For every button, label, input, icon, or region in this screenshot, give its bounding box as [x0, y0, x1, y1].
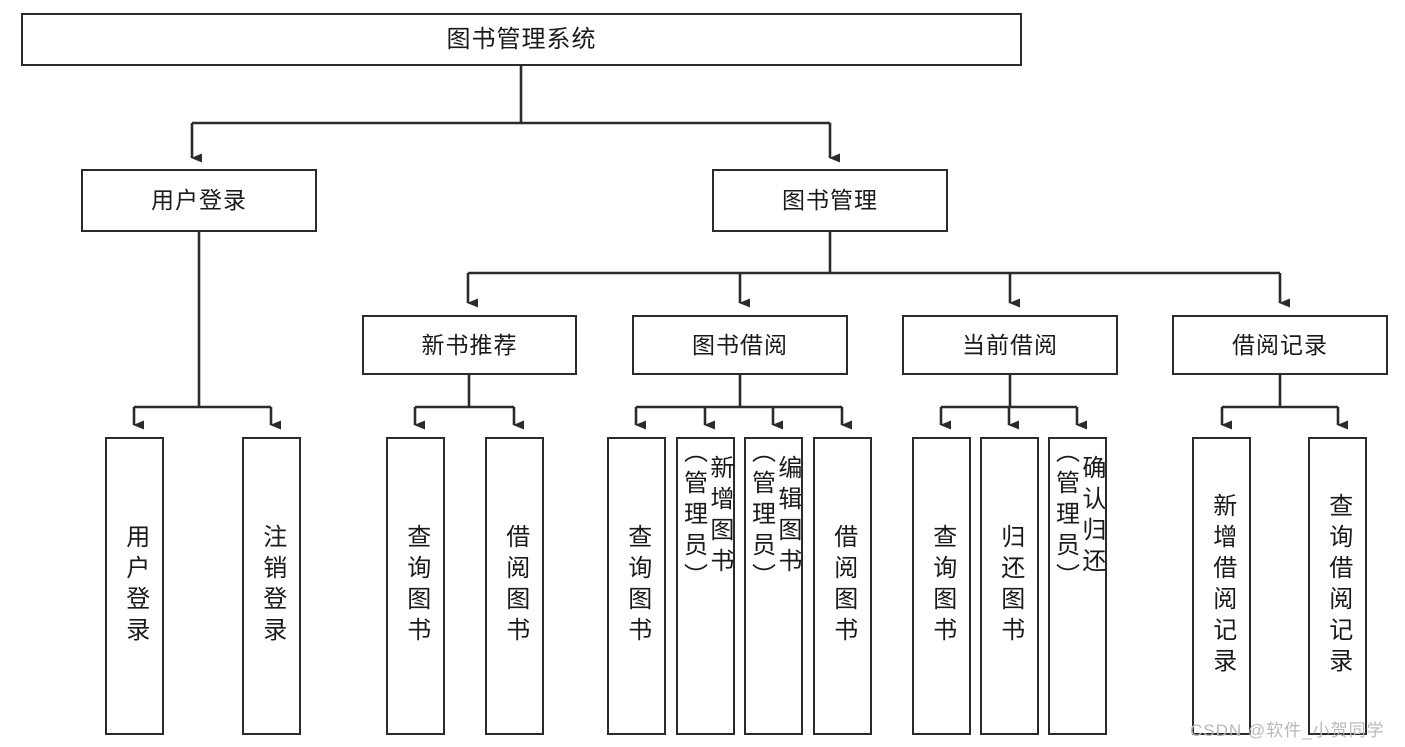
node-borrow-record[interactable]: 借阅记录 — [1172, 315, 1388, 375]
leaf-query-book-recommend[interactable]: 查询图书 — [386, 437, 445, 735]
node-label: 查询图书 — [928, 524, 956, 648]
leaf-return-book[interactable]: 归还图书 — [980, 437, 1039, 735]
node-label: 借阅记录 — [1232, 331, 1328, 358]
node-label: 借阅图书 — [829, 524, 857, 648]
node-user-login[interactable]: 用户登录 — [81, 169, 317, 232]
leaf-add-book-admin[interactable]: 新增图书 （管理员） — [676, 437, 735, 735]
node-current-borrow[interactable]: 当前借阅 — [902, 315, 1118, 375]
node-label: 新增图书 （管理员） — [679, 439, 733, 594]
node-label: 用户登录 — [121, 524, 149, 648]
node-label: 编辑图书 （管理员） — [747, 439, 801, 594]
node-label: 查询借阅记录 — [1324, 493, 1352, 679]
watermark: CSDN @软件_小贺同学 — [1190, 721, 1385, 740]
node-label: 归还图书 — [996, 524, 1024, 648]
node-label: 借阅图书 — [501, 524, 529, 648]
node-new-book-recommend[interactable]: 新书推荐 — [362, 315, 577, 375]
leaf-query-book-borrow[interactable]: 查询图书 — [607, 437, 666, 735]
leaf-query-book-current[interactable]: 查询图书 — [912, 437, 971, 735]
node-root-book-management-system[interactable]: 图书管理系统 — [21, 13, 1022, 66]
node-label: 用户登录 — [151, 187, 247, 214]
leaf-add-borrow-record[interactable]: 新增借阅记录 — [1192, 437, 1251, 735]
leaf-confirm-return-admin[interactable]: 确认归还 （管理员） — [1048, 437, 1107, 735]
leaf-query-borrow-record[interactable]: 查询借阅记录 — [1308, 437, 1367, 735]
node-book-management[interactable]: 图书管理 — [712, 169, 948, 232]
node-label: 注销登录 — [258, 524, 286, 648]
node-label: 图书借阅 — [692, 331, 788, 358]
node-label: 图书管理 — [782, 187, 878, 214]
node-label: 新书推荐 — [421, 331, 518, 358]
leaf-edit-book-admin[interactable]: 编辑图书 （管理员） — [744, 437, 803, 735]
leaf-user-login[interactable]: 用户登录 — [105, 437, 164, 735]
node-label: 确认归还 （管理员） — [1051, 439, 1105, 594]
node-label: 图书管理系统 — [446, 25, 597, 53]
leaf-borrow-book[interactable]: 借阅图书 — [813, 437, 872, 735]
node-label: 查询图书 — [402, 524, 430, 648]
node-label: 查询图书 — [623, 524, 651, 648]
node-label: 当前借阅 — [962, 331, 1058, 358]
node-label: 新增借阅记录 — [1208, 493, 1236, 679]
leaf-logout[interactable]: 注销登录 — [242, 437, 301, 735]
node-book-borrow[interactable]: 图书借阅 — [632, 315, 848, 375]
leaf-borrow-book-recommend[interactable]: 借阅图书 — [485, 437, 544, 735]
